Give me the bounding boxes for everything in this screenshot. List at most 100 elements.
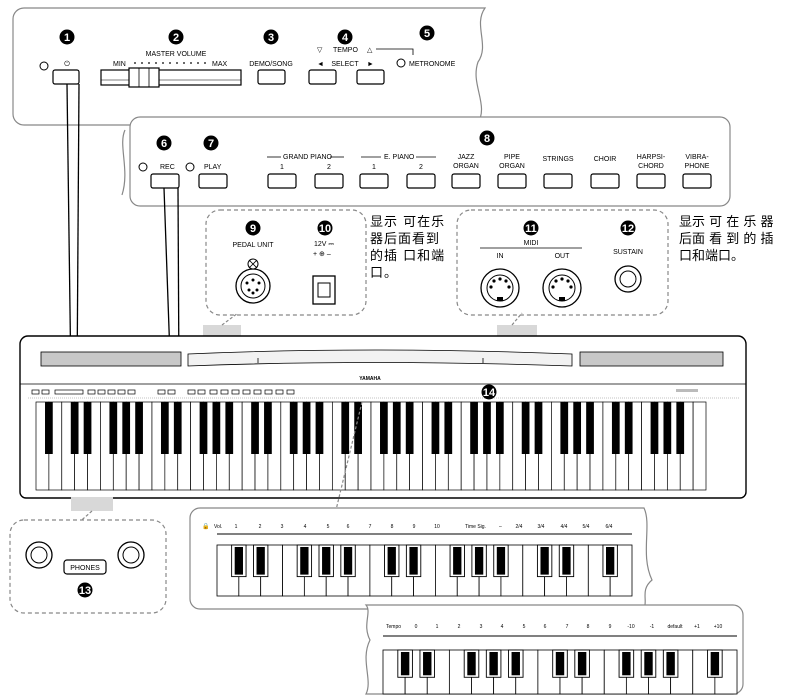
callout-7: 7 bbox=[203, 135, 219, 151]
play-button[interactable] bbox=[198, 173, 228, 189]
black-key[interactable] bbox=[122, 402, 131, 454]
black-key[interactable] bbox=[225, 402, 234, 454]
black-key[interactable] bbox=[534, 402, 543, 454]
black-key[interactable] bbox=[341, 402, 350, 454]
choir-button[interactable] bbox=[590, 173, 620, 189]
grand-piano-2-button[interactable] bbox=[314, 173, 344, 189]
harpsichord-label-2: CHORD bbox=[638, 163, 664, 170]
strip2-value-label: 2 bbox=[458, 624, 461, 630]
strip2-value-label: 1 bbox=[436, 624, 439, 630]
black-key[interactable] bbox=[264, 402, 272, 454]
svg-text:1: 1 bbox=[64, 32, 70, 44]
master-volume-slider[interactable] bbox=[100, 67, 242, 88]
keyboard[interactable] bbox=[35, 401, 707, 491]
black-key[interactable] bbox=[560, 402, 569, 454]
black-key[interactable] bbox=[212, 402, 221, 454]
black-key[interactable] bbox=[624, 402, 633, 454]
pedal-unit-jack[interactable] bbox=[235, 258, 271, 304]
black-key[interactable] bbox=[173, 402, 182, 454]
black-key[interactable] bbox=[663, 402, 672, 454]
strip1-level-label: 9 bbox=[413, 524, 416, 530]
grand-piano-2-label: 2 bbox=[327, 164, 331, 171]
note-left: 显示 可在乐 器后面看到 的插 口和端 口。 bbox=[370, 214, 445, 282]
select-right-button[interactable] bbox=[356, 69, 385, 85]
black-key[interactable] bbox=[573, 402, 582, 454]
metronome-label: METRONOME bbox=[409, 61, 456, 68]
black-key[interactable] bbox=[495, 402, 504, 454]
strip-leader-line bbox=[335, 401, 363, 511]
select-left-button[interactable] bbox=[308, 69, 337, 85]
grand-piano-label: GRAND PIANO bbox=[283, 154, 333, 161]
black-key[interactable] bbox=[109, 402, 118, 454]
black-key[interactable] bbox=[676, 402, 685, 454]
jazz-organ-label: JAZZ bbox=[458, 154, 475, 161]
strings-button[interactable] bbox=[543, 173, 573, 189]
strip1-level-label: 3 bbox=[281, 524, 284, 530]
black-key[interactable] bbox=[135, 402, 143, 454]
black-key[interactable] bbox=[586, 402, 594, 454]
midi-out-jack[interactable] bbox=[542, 268, 582, 308]
svg-text:4: 4 bbox=[342, 32, 349, 44]
tempo-label: TEMPO bbox=[333, 47, 358, 54]
black-key[interactable] bbox=[70, 402, 79, 454]
e-piano-2-button[interactable] bbox=[406, 173, 436, 189]
black-key[interactable] bbox=[380, 402, 388, 454]
power-button[interactable] bbox=[52, 69, 80, 85]
black-key[interactable] bbox=[521, 402, 530, 454]
black-key[interactable] bbox=[431, 402, 440, 454]
jazz-organ-button[interactable] bbox=[451, 173, 481, 189]
black-key[interactable] bbox=[251, 402, 259, 454]
black-key[interactable] bbox=[405, 402, 414, 454]
midi-in-jack[interactable] bbox=[480, 268, 520, 308]
strip2-value-label: 5 bbox=[523, 624, 526, 630]
black-key bbox=[496, 547, 506, 575]
strip2-value-label: 3 bbox=[480, 624, 483, 630]
black-key[interactable] bbox=[315, 402, 324, 454]
demo-song-button[interactable] bbox=[257, 69, 286, 85]
strip1-vol-label: Vol. bbox=[214, 524, 222, 530]
music-rest bbox=[187, 349, 573, 367]
strip1-level-label: 8 bbox=[391, 524, 394, 530]
phones-jack-left[interactable] bbox=[25, 541, 53, 569]
harpsichord-button[interactable] bbox=[636, 173, 666, 189]
rec-button[interactable] bbox=[150, 173, 180, 189]
sustain-jack[interactable] bbox=[614, 265, 642, 293]
black-key[interactable] bbox=[45, 402, 53, 454]
black-key[interactable] bbox=[302, 402, 311, 454]
black-key bbox=[387, 547, 396, 575]
black-key[interactable] bbox=[160, 402, 169, 454]
pipe-organ-button[interactable] bbox=[497, 173, 527, 189]
strip2-value-label: +10 bbox=[714, 624, 723, 630]
black-key[interactable] bbox=[470, 402, 478, 454]
svg-text:2: 2 bbox=[173, 32, 179, 44]
black-key[interactable] bbox=[354, 402, 362, 454]
grand-piano-1-button[interactable] bbox=[267, 173, 297, 189]
black-key[interactable] bbox=[289, 402, 298, 454]
black-key[interactable] bbox=[483, 402, 491, 454]
black-key bbox=[409, 547, 418, 575]
black-key[interactable] bbox=[83, 402, 92, 454]
black-key bbox=[256, 547, 265, 575]
black-key[interactable] bbox=[199, 402, 208, 454]
black-key bbox=[474, 547, 484, 575]
vibraphone-button[interactable] bbox=[682, 173, 712, 189]
dc-in-jack[interactable] bbox=[312, 275, 336, 305]
black-key[interactable] bbox=[444, 402, 453, 454]
phones-jack-right[interactable] bbox=[117, 541, 145, 569]
white-key[interactable] bbox=[692, 401, 707, 491]
black-key[interactable] bbox=[650, 402, 659, 454]
strip1-dash: – bbox=[499, 524, 502, 530]
black-key[interactable] bbox=[392, 402, 401, 454]
black-key bbox=[710, 652, 720, 676]
svg-text:9: 9 bbox=[250, 223, 256, 235]
callout-1: 1 bbox=[59, 29, 75, 45]
sustain-label: SUSTAIN bbox=[613, 249, 643, 256]
e-piano-label: E. PIANO bbox=[384, 154, 415, 161]
phones-label: PHONES bbox=[70, 565, 100, 572]
svg-text:10: 10 bbox=[319, 223, 331, 235]
e-piano-1-button[interactable] bbox=[359, 173, 389, 189]
svg-text:5: 5 bbox=[424, 28, 430, 40]
black-key[interactable] bbox=[611, 402, 620, 454]
piano-body: YAMAHA 14 bbox=[19, 335, 747, 499]
